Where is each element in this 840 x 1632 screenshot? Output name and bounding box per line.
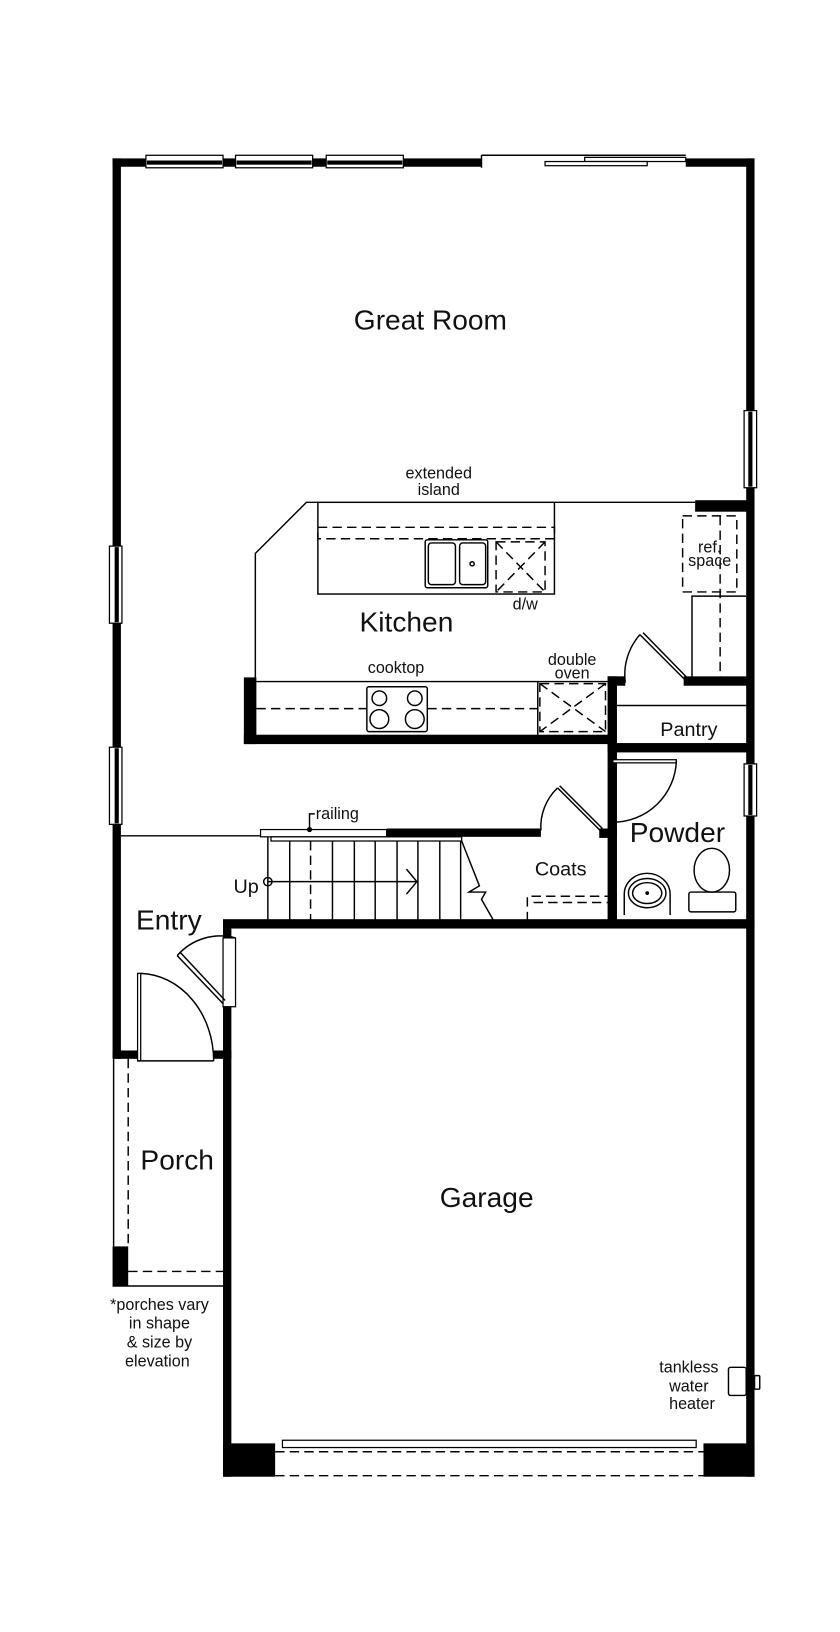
- label-garage: Garage: [440, 1182, 534, 1213]
- label-porch-note-1: *porches vary: [110, 1296, 210, 1314]
- label-porch-note-4: elevation: [125, 1352, 190, 1370]
- sliding-door: [480, 154, 687, 168]
- label-extended-island-1: extended: [406, 464, 472, 482]
- kitchen-layout: [243, 500, 753, 745]
- label-stairs-up: Up: [233, 876, 258, 898]
- label-porch-note-3: & size by: [127, 1333, 193, 1351]
- label-water-heater-2: water: [668, 1377, 709, 1395]
- label-porch: Porch: [140, 1144, 213, 1175]
- entry-doors: [136, 935, 237, 1062]
- porch: [112, 1058, 224, 1287]
- label-kitchen: Kitchen: [360, 607, 454, 638]
- label-extended-island-2: island: [418, 481, 460, 499]
- label-water-heater-1: tankless: [659, 1359, 718, 1377]
- label-dishwasher: d/w: [513, 596, 538, 614]
- side-windows: [108, 409, 758, 825]
- label-entry: Entry: [136, 905, 202, 936]
- label-railing: railing: [316, 805, 359, 823]
- label-great-room: Great Room: [354, 304, 507, 335]
- pantry-powder-walls: [599, 632, 753, 923]
- stairs: [120, 785, 608, 922]
- top-windows: [145, 154, 404, 169]
- label-powder: Powder: [630, 817, 725, 848]
- room-labels: Great Room Kitchen Pantry Powder Coats E…: [136, 304, 725, 1212]
- garage: [275, 1366, 761, 1477]
- label-coats: Coats: [535, 858, 587, 880]
- annotation-labels: extended island ref. space d/w cooktop d…: [110, 464, 731, 1413]
- label-double-oven-1: double: [548, 651, 596, 669]
- label-cooktop: cooktop: [368, 659, 425, 677]
- label-ref-space-2: space: [688, 552, 731, 570]
- label-water-heater-3: heater: [669, 1395, 715, 1413]
- label-porch-note-2: in shape: [129, 1315, 190, 1333]
- label-double-oven-2: oven: [555, 664, 590, 682]
- label-pantry: Pantry: [660, 719, 717, 741]
- label-ref-space-1: ref.: [698, 538, 721, 556]
